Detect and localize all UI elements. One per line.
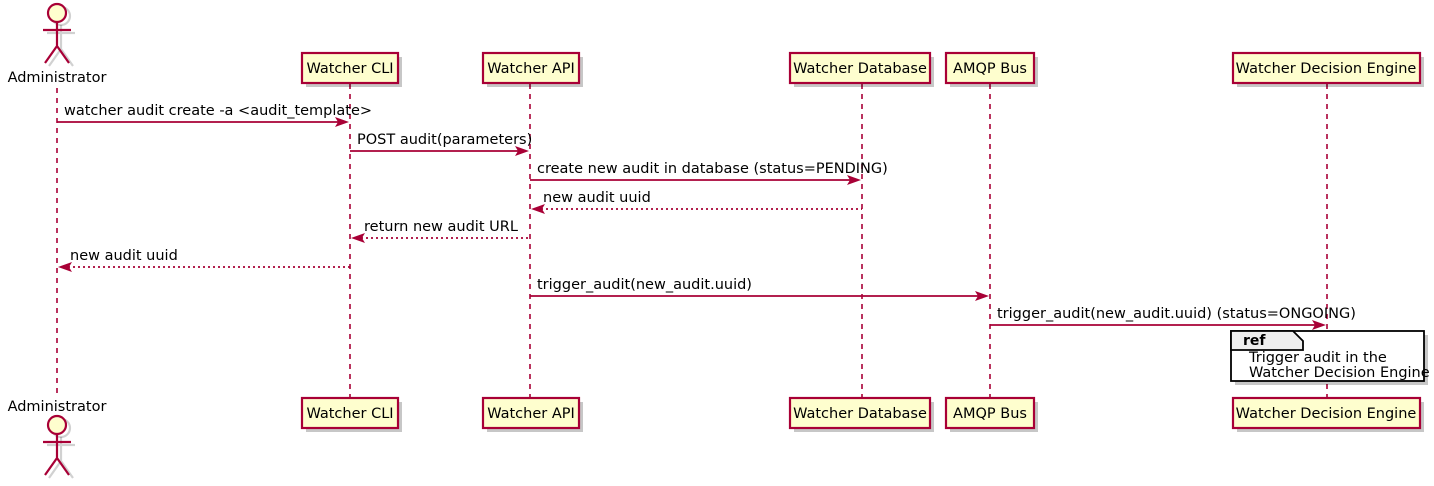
message-arrowhead bbox=[531, 204, 545, 214]
participant-label: Watcher CLI bbox=[306, 61, 393, 77]
message-label: POST audit(parameters) bbox=[357, 132, 532, 148]
participant-header-watcher-cli[interactable]: Watcher CLI bbox=[300, 51, 402, 87]
participant-box[interactable] bbox=[1231, 396, 1422, 430]
participant-label: AMQP Bus bbox=[953, 61, 1027, 77]
participant-label: Watcher Database bbox=[793, 406, 927, 422]
message-arrowhead bbox=[1312, 320, 1326, 330]
participant-label: Watcher Decision Engine bbox=[1236, 406, 1417, 422]
lifelines-group bbox=[56, 84, 1328, 398]
ref-operator-label: ref bbox=[1243, 333, 1266, 349]
participant-box[interactable] bbox=[1231, 51, 1422, 85]
message-label: new audit uuid bbox=[70, 248, 178, 264]
actor-label: Administrator bbox=[8, 70, 107, 86]
message-4-new-audit-uuid: new audit uuid bbox=[531, 190, 862, 214]
message-arrowhead bbox=[975, 291, 989, 301]
message-label: create new audit in database (status=PEN… bbox=[537, 161, 888, 177]
ref-fragment[interactable]: ref Trigger audit in the Watcher Decisio… bbox=[1230, 330, 1430, 385]
participant-box[interactable] bbox=[300, 396, 400, 430]
message-7-trigger-audit: trigger_audit(new_audit.uuid) bbox=[530, 277, 989, 301]
message-arrowhead bbox=[351, 233, 365, 243]
message-2-post-audit: POST audit(parameters) bbox=[350, 132, 532, 156]
message-label: trigger_audit(new_audit.uuid) bbox=[537, 277, 752, 293]
participant-footer-watcher-cli[interactable]: Watcher CLI bbox=[300, 396, 402, 432]
participant-footer-amqp-bus[interactable]: AMQP Bus bbox=[944, 396, 1038, 432]
ref-tab bbox=[1230, 330, 1304, 351]
participant-header-amqp-bus[interactable]: AMQP Bus bbox=[944, 51, 1038, 87]
participant-header-watcher-database[interactable]: Watcher Database bbox=[788, 51, 934, 87]
participant-label: Watcher Database bbox=[793, 61, 927, 77]
ref-line-1: Trigger audit in the bbox=[1248, 350, 1387, 366]
actor-body-icon bbox=[43, 22, 71, 64]
message-6-new-audit-uuid: new audit uuid bbox=[58, 248, 350, 272]
participant-box[interactable] bbox=[944, 51, 1036, 85]
participant-label: Watcher Decision Engine bbox=[1236, 61, 1417, 77]
participant-footer-watcher-api[interactable]: Watcher API bbox=[481, 396, 583, 432]
participant-label: Watcher API bbox=[487, 61, 575, 77]
participant-header-watcher-decision-engine[interactable]: Watcher Decision Engine bbox=[1231, 51, 1424, 87]
participant-box[interactable] bbox=[481, 396, 581, 430]
participant-box[interactable] bbox=[300, 51, 400, 85]
message-arrowhead bbox=[847, 175, 861, 185]
message-label: return new audit URL bbox=[364, 219, 518, 235]
message-arrowhead bbox=[335, 117, 349, 127]
actor-body-icon bbox=[43, 434, 71, 476]
participant-box[interactable] bbox=[788, 51, 932, 85]
participant-header-watcher-api[interactable]: Watcher API bbox=[481, 51, 583, 87]
participant-label: AMQP Bus bbox=[953, 406, 1027, 422]
participant-footer-watcher-database[interactable]: Watcher Database bbox=[788, 396, 934, 432]
actor-head-icon bbox=[46, 414, 68, 436]
participant-box[interactable] bbox=[944, 396, 1036, 430]
message-5-return-new-audit-url: return new audit URL bbox=[351, 219, 530, 243]
participant-box[interactable] bbox=[788, 396, 932, 430]
participant-footer-watcher-decision-engine[interactable]: Watcher Decision Engine bbox=[1231, 396, 1424, 432]
message-label: new audit uuid bbox=[543, 190, 651, 206]
participant-box[interactable] bbox=[481, 51, 581, 85]
participant-label: Watcher API bbox=[487, 406, 575, 422]
ref-line-2: Watcher Decision Engine bbox=[1249, 365, 1430, 381]
message-1-watcher-audit-create: watcher audit create -a <audit_template> bbox=[57, 103, 372, 127]
message-arrowhead bbox=[515, 146, 529, 156]
message-3-create-new-audit: create new audit in database (status=PEN… bbox=[530, 161, 888, 185]
actor-head-icon bbox=[46, 2, 68, 24]
message-label: watcher audit create -a <audit_template> bbox=[64, 103, 372, 119]
message-label: trigger_audit(new_audit.uuid) (status=ON… bbox=[997, 306, 1356, 322]
message-8-trigger-audit-ongoing: trigger_audit(new_audit.uuid) (status=ON… bbox=[990, 306, 1356, 330]
actor-administrator-bottom[interactable]: Administrator bbox=[8, 399, 107, 479]
actor-administrator-top[interactable]: Administrator bbox=[8, 2, 107, 86]
message-arrowhead bbox=[58, 262, 72, 272]
actor-label: Administrator bbox=[8, 399, 107, 415]
participant-label: Watcher CLI bbox=[306, 406, 393, 422]
